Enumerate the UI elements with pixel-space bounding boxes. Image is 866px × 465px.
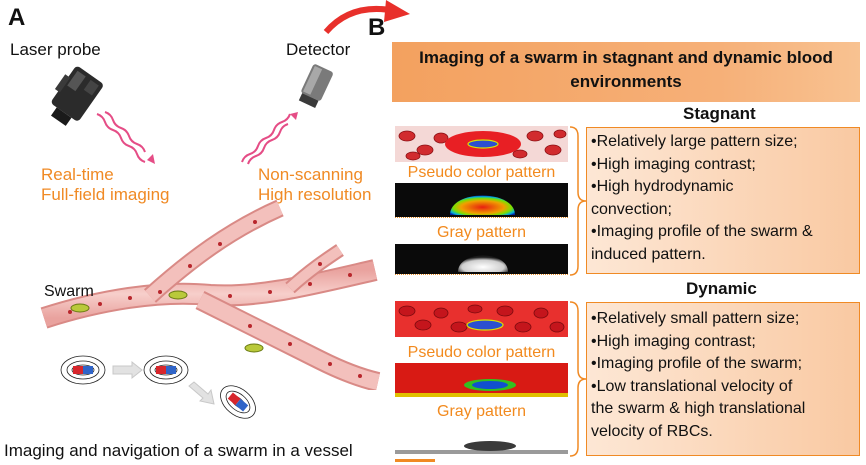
stagnant-gray-label: Gray pattern bbox=[437, 224, 526, 241]
detector-label: Detector bbox=[286, 40, 351, 59]
panel-b-title: Imaging of a swarm in stagnant and dynam… bbox=[392, 42, 860, 102]
stagnant-bullet: •High imaging contrast; bbox=[591, 155, 756, 173]
laser-beam-icon bbox=[96, 111, 155, 164]
dynamic-pseudo-label: Pseudo color pattern bbox=[407, 344, 556, 361]
blood-vessel-diagram bbox=[40, 200, 381, 390]
scale-bar bbox=[395, 459, 435, 462]
stagnant-rbc-image bbox=[395, 126, 568, 162]
title-line-1: Imaging of a swarm in stagnant and dynam… bbox=[419, 48, 833, 67]
highres-label: High resolution bbox=[258, 185, 372, 204]
stagnant-bullet: induced pattern. bbox=[591, 245, 706, 263]
dynamic-bullet: velocity of RBCs. bbox=[591, 422, 713, 440]
stagnant-info-box: •Relatively large pattern size; •High im… bbox=[586, 127, 860, 274]
dynamic-bullet: •High imaging contrast; bbox=[591, 332, 756, 350]
dynamic-bullet: •Low translational velocity of bbox=[591, 377, 793, 395]
curved-arrow-icon bbox=[323, 0, 410, 35]
dynamic-info-box: •Relatively small pattern size; •High im… bbox=[586, 302, 860, 456]
swarm-label: Swarm bbox=[44, 283, 94, 300]
stagnant-pseudo-label: Pseudo color pattern bbox=[407, 164, 556, 181]
dynamic-bullet: •Relatively small pattern size; bbox=[591, 310, 800, 327]
stagnant-bracket bbox=[569, 126, 587, 276]
stagnant-bullet: •High hydrodynamic bbox=[591, 178, 734, 195]
nonscanning-label: Non-scanning bbox=[258, 165, 363, 184]
dynamic-rbc-image bbox=[395, 301, 568, 337]
stagnant-bullet: •Imaging profile of the swarm & bbox=[591, 223, 813, 240]
realtime-label: Real-time bbox=[41, 165, 114, 184]
stagnant-pseudo-color-image bbox=[395, 183, 568, 217]
dynamic-gray-label: Gray pattern bbox=[437, 403, 526, 420]
panel-a-letter: A bbox=[8, 4, 26, 31]
dynamic-bullet: the swarm & high translational bbox=[591, 400, 806, 417]
dynamic-bracket bbox=[569, 301, 587, 457]
panel-b-letter: B bbox=[368, 14, 386, 41]
dynamic-gray-image bbox=[395, 424, 568, 454]
stagnant-bullet: •Relatively large pattern size; bbox=[591, 133, 798, 150]
dynamic-pseudo-color-image bbox=[395, 363, 568, 397]
laser-probe-icon bbox=[50, 66, 103, 126]
detector-icon bbox=[298, 64, 333, 109]
panel-a-caption: Imaging and navigation of a swarm in a v… bbox=[4, 441, 353, 460]
laser-probe-label: Laser probe bbox=[10, 40, 101, 59]
stagnant-gray-image bbox=[395, 244, 568, 274]
fullfield-label: Full-field imaging bbox=[41, 185, 170, 204]
stagnant-heading: Stagnant bbox=[683, 104, 756, 123]
title-line-2: environments bbox=[570, 72, 682, 91]
dynamic-bullet: •Imaging profile of the swarm; bbox=[591, 355, 803, 372]
signal-wave-icon bbox=[241, 112, 298, 165]
magnet-navigation-icon bbox=[60, 355, 256, 419]
dynamic-heading: Dynamic bbox=[686, 279, 757, 298]
stagnant-bullet: convection; bbox=[591, 200, 672, 218]
